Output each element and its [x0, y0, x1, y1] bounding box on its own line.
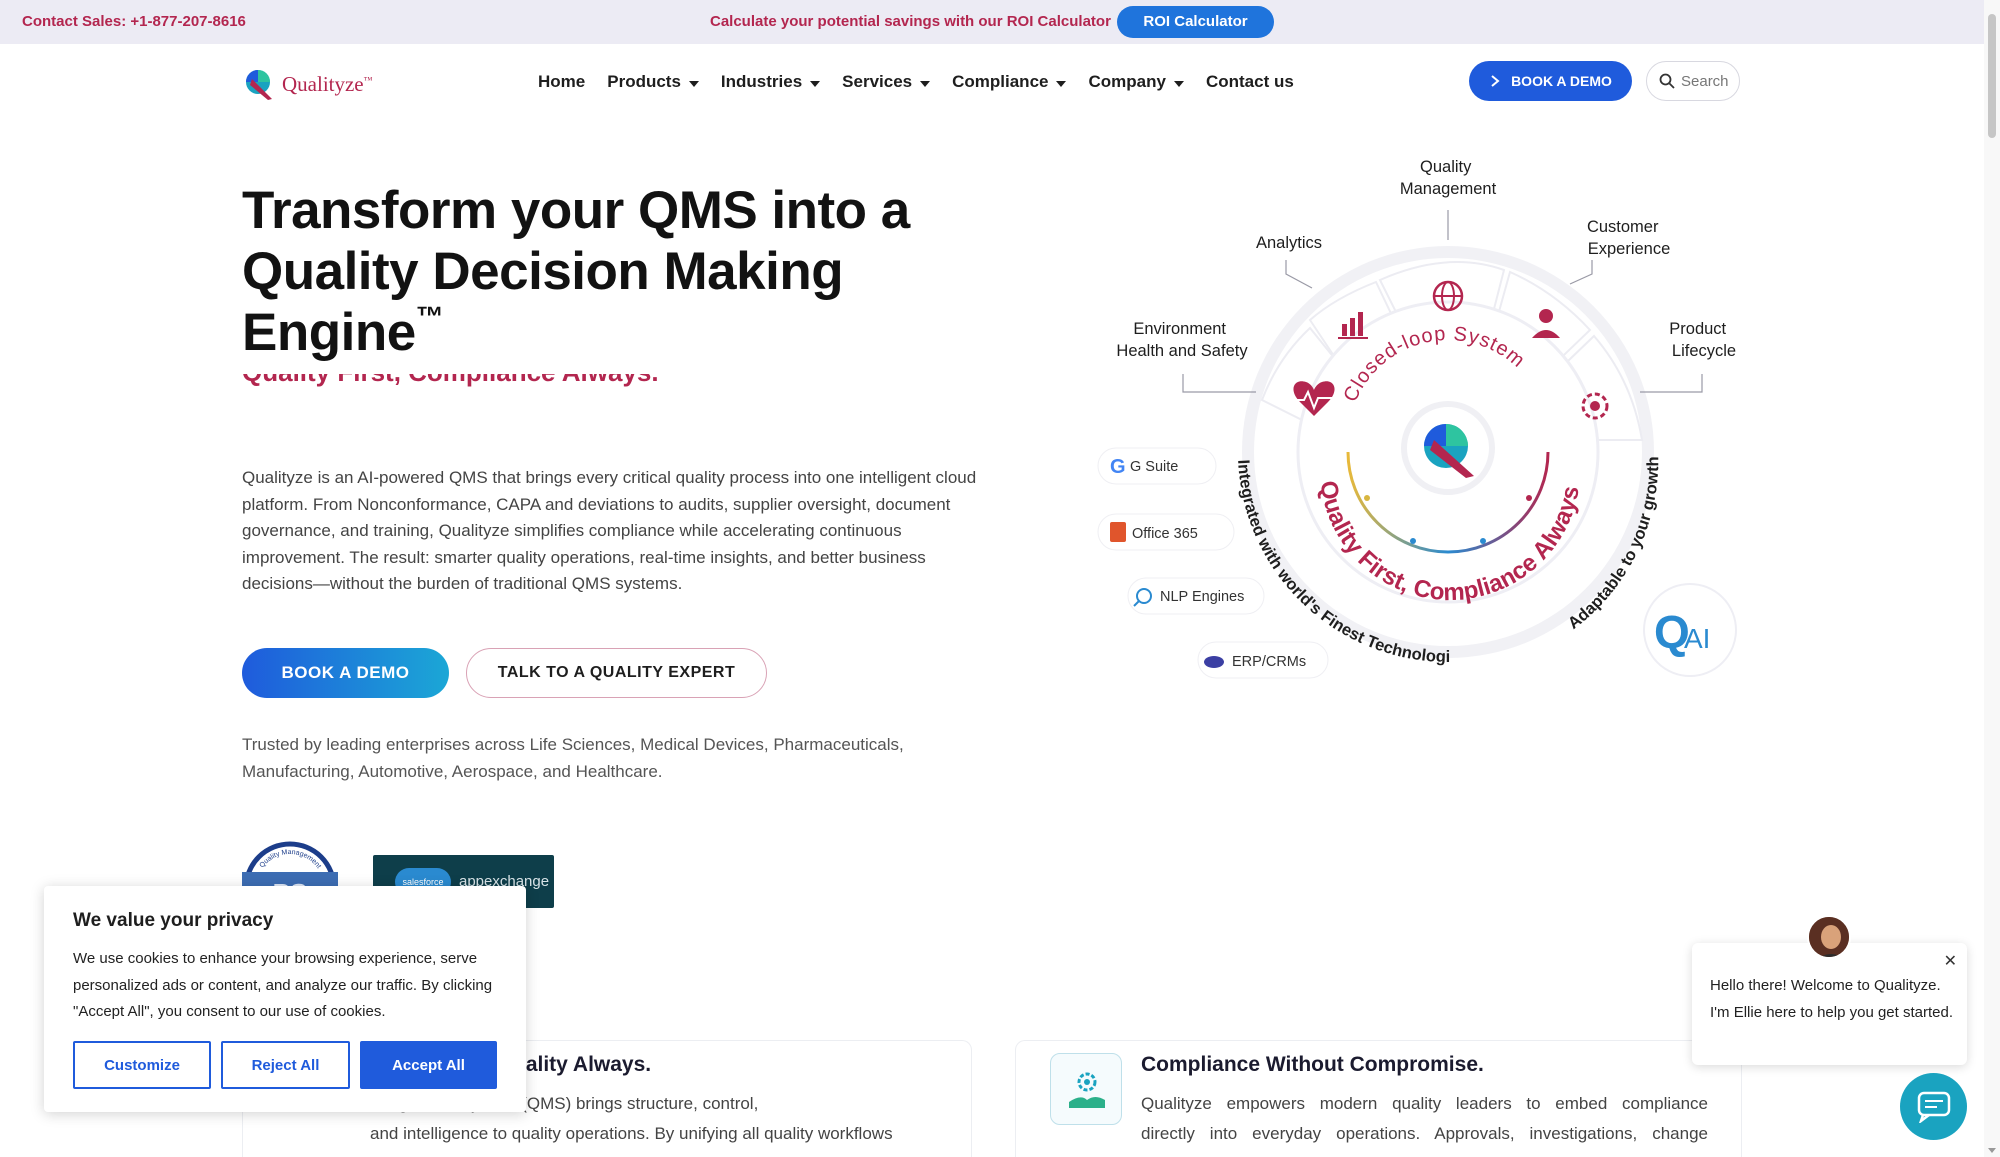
nav-item-services[interactable]: Services: [842, 72, 931, 92]
main-navigation: Qualityze™ Home Products Industries Serv…: [0, 44, 2000, 118]
roi-promo-text: Calculate your potential savings with ou…: [710, 13, 1111, 30]
hero-book-demo-button[interactable]: BOOK A DEMO: [242, 648, 449, 698]
svg-text:G Suite: G Suite: [1130, 459, 1178, 475]
magnifier-icon: [1136, 588, 1152, 604]
search-placeholder: Search: [1681, 72, 1729, 90]
nav-book-demo-button[interactable]: BOOK A DEMO: [1469, 61, 1632, 101]
chat-bubble-icon: [1917, 1091, 1950, 1123]
google-g-icon: G: [1110, 456, 1126, 478]
chat-agent-avatar: [1807, 915, 1851, 959]
nav-menu: Home Products Industries Services Compli…: [538, 72, 1316, 92]
chevron-right-icon: [1491, 75, 1500, 87]
nav-item-industries[interactable]: Industries: [721, 72, 821, 92]
gear-icon: [1581, 392, 1609, 420]
search-input[interactable]: Search: [1646, 61, 1740, 101]
search-icon: [1659, 73, 1675, 89]
compliance-feature-icon: [1050, 1053, 1122, 1125]
heart-pulse-icon: [1293, 381, 1335, 416]
chevron-down-icon: [688, 81, 699, 87]
contact-sales-link[interactable]: Contact Sales: +1-877-207-8616: [22, 13, 246, 30]
label-connectors: [1182, 210, 1703, 393]
feature-card-compliance: Compliance Without Compromise. Qualityze…: [1015, 1040, 1742, 1157]
svg-text:AI: AI: [1684, 623, 1710, 654]
logo-wordmark: Qualityze™: [282, 71, 373, 96]
feature-card-compliance-title: Compliance Without Compromise.: [1141, 1053, 1484, 1076]
feature-card-compliance-text-1: Qualityze empowers modern quality leader…: [1141, 1094, 1708, 1113]
label-quality-management: Quality Management: [1400, 158, 1497, 198]
cookie-accept-all-button[interactable]: Accept All: [360, 1041, 497, 1089]
scroll-down-arrow-icon[interactable]: [1988, 1148, 1996, 1153]
nav-item-contact[interactable]: Contact us: [1205, 72, 1294, 91]
feature-card-quality-text-2: and intelligence to quality operations. …: [370, 1124, 893, 1143]
closed-loop-system-diagram: Quality Management Analytics Customer Ex…: [1080, 140, 1737, 679]
cookie-text: We use cookies to enhance your browsing …: [73, 950, 493, 1020]
nav-item-home[interactable]: Home: [538, 72, 586, 91]
chevron-down-icon: [920, 81, 931, 87]
cloud-icon: [1204, 656, 1224, 668]
qualityze-logo[interactable]: Qualityze™: [242, 64, 372, 104]
nav-item-products[interactable]: Products: [607, 72, 699, 92]
svg-text:Q: Q: [1654, 606, 1690, 658]
cookie-reject-all-button[interactable]: Reject All: [221, 1041, 350, 1089]
integration-erp-crms: ERP/CRMs: [1197, 641, 1329, 679]
hero-title: Transform your QMS into a Quality Decisi…: [242, 181, 910, 362]
page-scrollbar[interactable]: [1984, 0, 2000, 1157]
globe-icon: [1432, 280, 1464, 312]
chevron-down-icon: [1056, 81, 1067, 87]
cookie-consent-banner: We value your privacy We use cookies to …: [44, 886, 526, 1112]
appexchange-label: appexchange: [459, 873, 550, 890]
scrollbar-thumb[interactable]: [1988, 14, 1996, 138]
office-icon: [1110, 522, 1126, 542]
hero-description: Qualityze is an AI-powered QMS that brin…: [242, 468, 977, 593]
trusted-by-text: Trusted by leading enterprises across Li…: [242, 735, 904, 781]
feature-card-quality-title: uality Always.: [513, 1053, 652, 1076]
chevron-down-icon: [1173, 81, 1184, 87]
feature-card-compliance-text-2: directly into everyday operations. Appro…: [1141, 1124, 1708, 1143]
chat-welcome-message: Hello there! Welcome to Qualityze. I'm E…: [1710, 977, 1953, 1021]
svg-text:Office 365: Office 365: [1132, 526, 1198, 542]
integration-gsuite: G G Suite: [1097, 447, 1217, 485]
label-product-lifecycle: Product Lifecycle: [1669, 320, 1736, 360]
svg-text:NLP Engines: NLP Engines: [1160, 589, 1244, 605]
analytics-chart-icon: [1338, 312, 1368, 339]
label-analytics: Analytics: [1256, 234, 1322, 252]
chat-launcher-button[interactable]: [1900, 1073, 1967, 1140]
qualityze-center-logo: [1424, 424, 1474, 478]
nav-book-demo-label: BOOK A DEMO: [1511, 73, 1612, 89]
close-icon[interactable]: ✕: [1943, 953, 1957, 970]
customer-person-icon: [1532, 309, 1560, 338]
talk-to-expert-button[interactable]: TALK TO A QUALITY EXPERT: [466, 648, 767, 698]
roi-calculator-button[interactable]: ROI Calculator: [1117, 6, 1274, 38]
svg-text:ERP/CRMs: ERP/CRMs: [1232, 654, 1306, 670]
qualityze-logo-icon: [246, 70, 272, 100]
integration-office365: Office 365: [1097, 513, 1235, 551]
cookie-customize-button[interactable]: Customize: [73, 1041, 211, 1089]
nav-item-company[interactable]: Company: [1088, 72, 1184, 92]
chat-welcome-bubble[interactable]: ✕ Hello there! Welcome to Qualityze. I'm…: [1692, 943, 1967, 1065]
qai-badge: Q AI: [1643, 583, 1737, 677]
hero-tagline: Quality First, Compliance Always.: [242, 374, 659, 400]
integration-nlp-engines: NLP Engines: [1127, 577, 1265, 615]
label-customer-experience: Customer Experience: [1587, 218, 1670, 258]
top-announcement-bar: Contact Sales: +1-877-207-8616 Calculate…: [0, 0, 2000, 44]
chevron-down-icon: [810, 81, 821, 87]
label-environment-health-safety: Environment Health and Safety: [1116, 320, 1248, 360]
cookie-title: We value your privacy: [73, 910, 274, 931]
nav-item-compliance[interactable]: Compliance: [952, 72, 1067, 92]
